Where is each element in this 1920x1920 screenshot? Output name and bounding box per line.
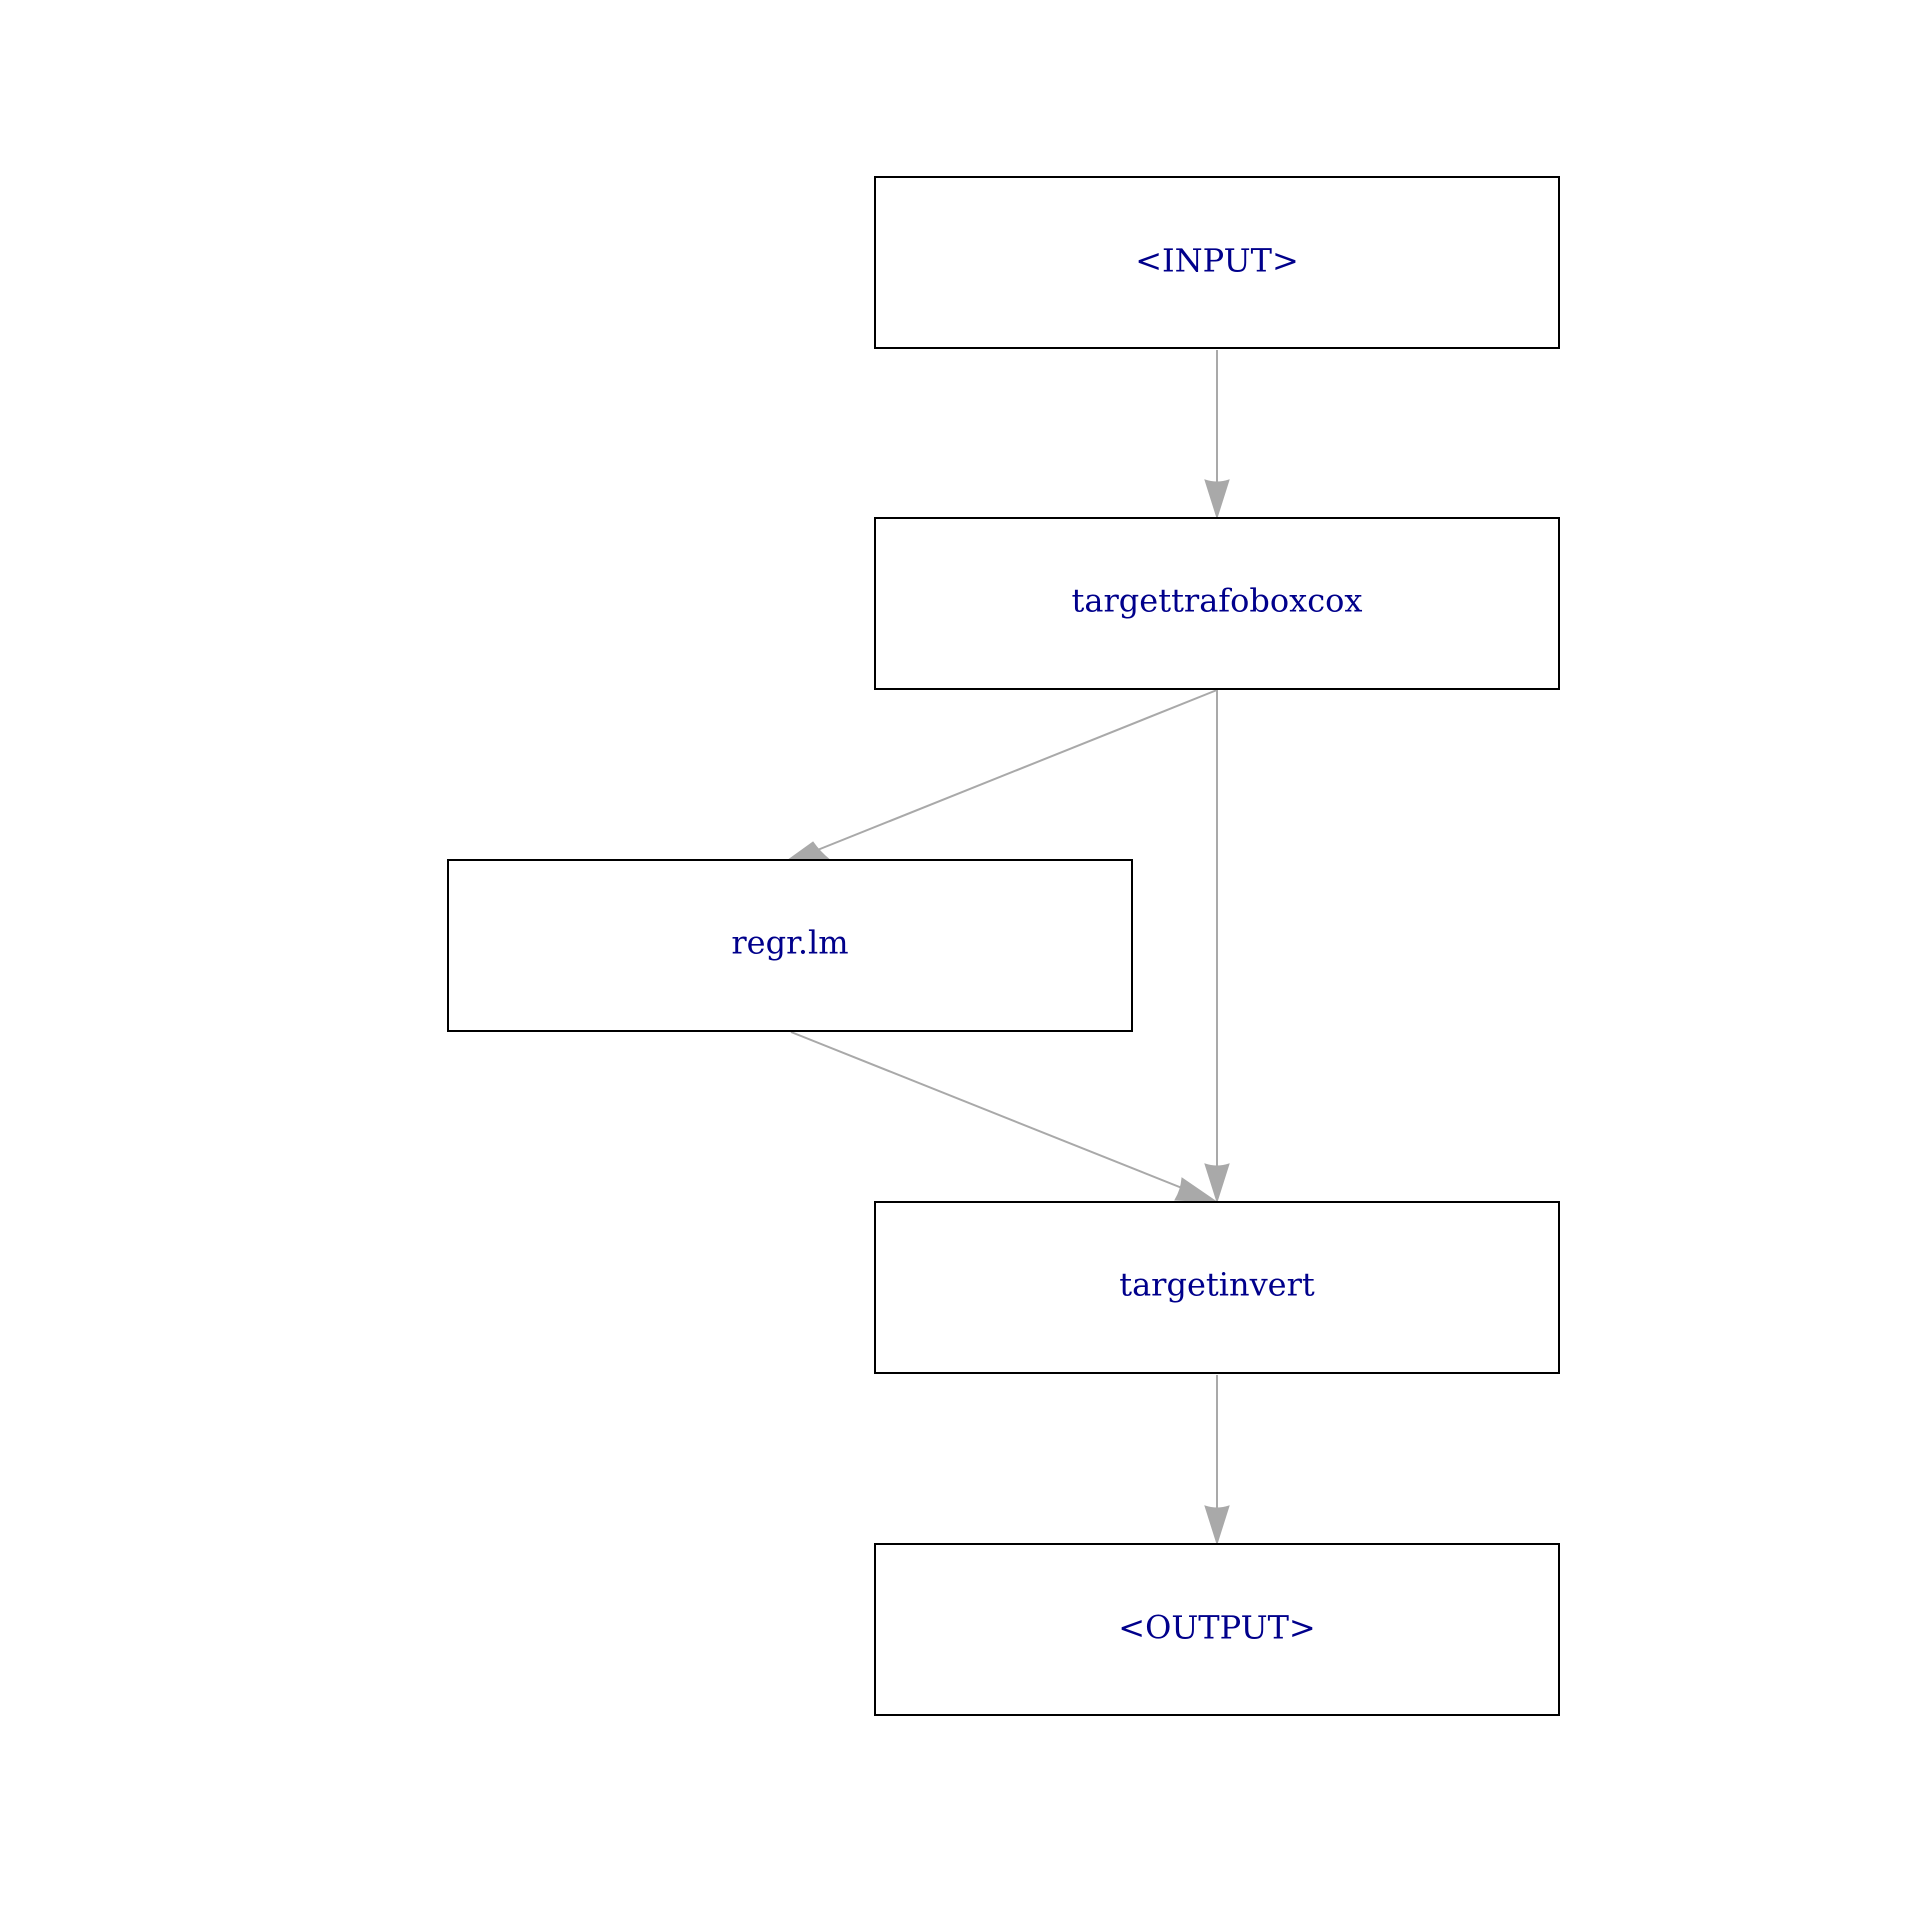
edge-targettrafoboxcox-to-targetinvert <box>1204 690 1230 1204</box>
node-input[interactable]: <INPUT> <box>874 176 1560 349</box>
node-targetinvert[interactable]: targetinvert <box>874 1201 1560 1374</box>
edge-targetinvert-to-output <box>1204 1375 1230 1546</box>
node-input-label: <INPUT> <box>1135 242 1299 280</box>
edge-input-to-targettrafoboxcox <box>1204 350 1230 520</box>
node-targettrafoboxcox[interactable]: targettrafoboxcox <box>874 517 1560 690</box>
node-output[interactable]: <OUTPUT> <box>874 1543 1560 1716</box>
node-regr-lm[interactable]: regr.lm <box>447 859 1133 1032</box>
node-targettrafoboxcox-label: targettrafoboxcox <box>1072 582 1363 620</box>
node-output-label: <OUTPUT> <box>1118 1609 1315 1647</box>
edge-regr-lm-to-targetinvert <box>790 1031 1219 1203</box>
edge-targettrafoboxcox-to-regr-lm <box>786 689 1218 861</box>
node-targetinvert-label: targetinvert <box>1119 1266 1315 1304</box>
node-regr-lm-label: regr.lm <box>731 924 848 962</box>
